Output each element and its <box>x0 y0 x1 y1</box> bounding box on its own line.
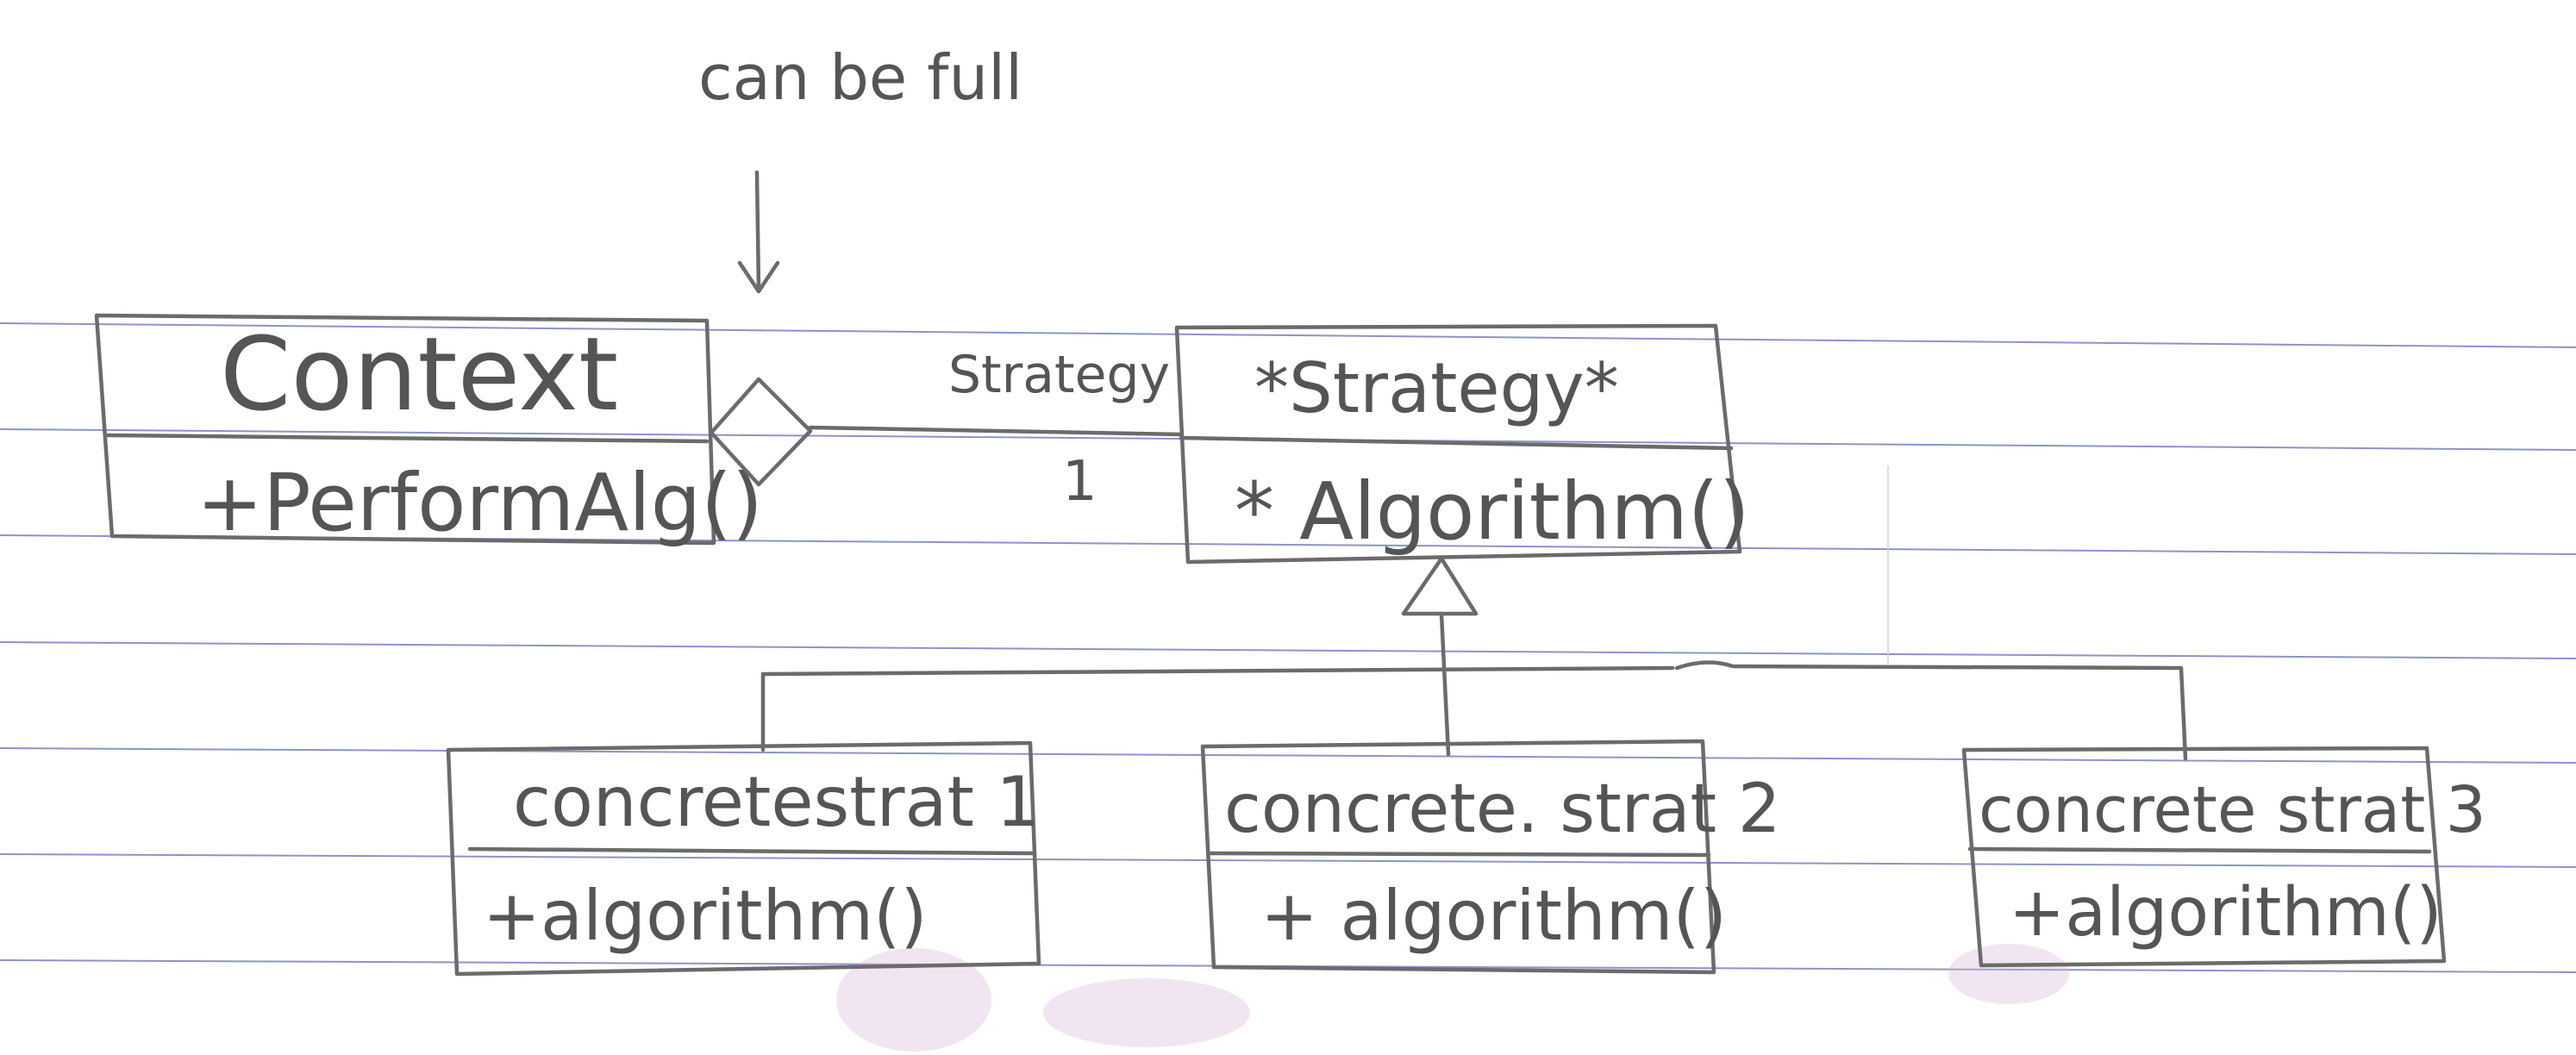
concrete-class-3-name: concrete strat 3 <box>1979 773 2486 847</box>
context-class-name: Context <box>220 315 618 434</box>
context-class-box <box>94 313 716 546</box>
annotation-arrow <box>737 170 780 294</box>
strategy-class-name: *Strategy* <box>1254 348 1619 428</box>
association-line <box>808 425 1184 437</box>
association-role: Strategy <box>948 345 1170 405</box>
concrete-class-3-box <box>1961 746 2447 968</box>
hierarchy-connector <box>760 660 2188 761</box>
concrete-class-2-method: + algorithm() <box>1260 876 1727 956</box>
concrete-class-1-method: +algorithm() <box>483 876 928 956</box>
concrete-class-3-method: +algorithm() <box>2009 874 2442 952</box>
inheritance-arrow <box>1401 556 1479 757</box>
context-class-method: +PerformAlg() <box>197 457 763 549</box>
concrete-class-2-box <box>1200 739 1716 975</box>
concrete-class-1-name: concretestrat 1 <box>513 762 1040 842</box>
strategy-class-box <box>1174 323 1742 565</box>
concrete-class-2-name: concrete. strat 2 <box>1224 771 1781 848</box>
bleed-through-marks <box>836 944 2069 1052</box>
aggregation-diamond <box>709 377 813 487</box>
strategy-class-method: * Algorithm() <box>1235 465 1750 558</box>
annotation-text: can be full <box>698 41 1022 114</box>
concrete-class-1-box <box>446 740 1041 977</box>
association-multiplicity: 1 <box>1062 450 1097 514</box>
